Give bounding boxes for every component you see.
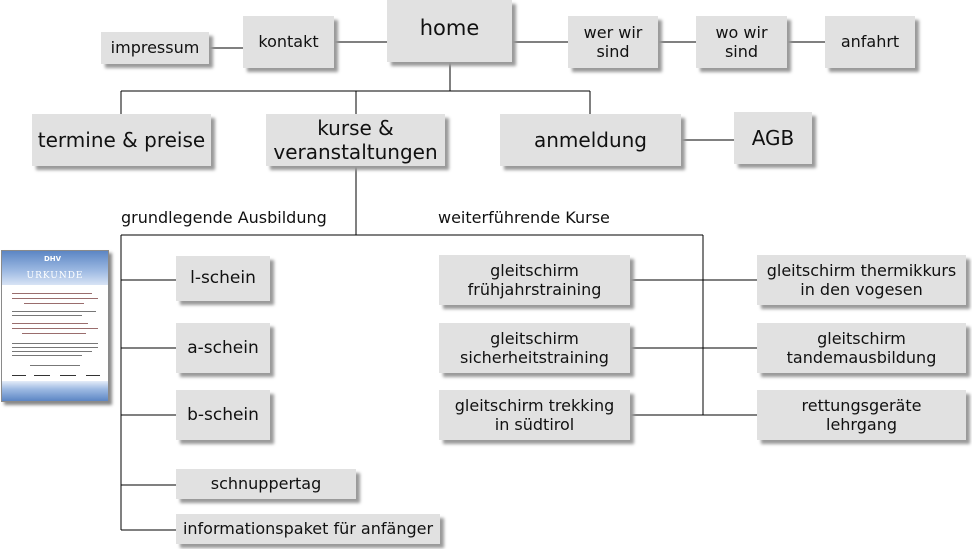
node-wer-wir-sind[interactable]: wer wir sind: [568, 16, 658, 68]
node-rettungsgeraete[interactable]: rettungsgeräte lehrgang: [757, 390, 966, 440]
node-kurse-veranstaltungen[interactable]: kurse & veranstaltungen: [266, 114, 445, 166]
certificate-image: DHV URKUNDE: [1, 250, 109, 402]
certificate-title: URKUNDE: [26, 271, 84, 281]
node-a-schein[interactable]: a-schein: [176, 323, 270, 373]
certificate-text-line: [12, 355, 82, 356]
node-informationspaket[interactable]: informationspaket für anfänger: [176, 514, 440, 544]
certificate-text-line: [22, 333, 86, 334]
certificate-text-line: [30, 365, 80, 366]
node-anfahrt[interactable]: anfahrt: [825, 16, 915, 68]
certificate-sky-bottom: [2, 381, 108, 401]
node-home[interactable]: home: [387, 0, 512, 62]
node-agb[interactable]: AGB: [734, 112, 812, 164]
node-impressum[interactable]: impressum: [101, 32, 209, 64]
certificate-text-line: [24, 303, 84, 304]
node-fruehjahrstraining[interactable]: gleitschirm frühjahrstraining: [439, 255, 630, 305]
node-thermikkurs-vogesen[interactable]: gleitschirm thermikkurs in den vogesen: [757, 255, 966, 305]
certificate-text-line: [12, 298, 98, 299]
certificate-logo: DHV: [44, 255, 62, 263]
certificate-text-line: [12, 351, 92, 352]
node-anmeldung[interactable]: anmeldung: [500, 114, 681, 166]
certificate-signature: [12, 375, 26, 376]
certificate-text-line: [12, 293, 92, 294]
certificate-text-line: [12, 323, 88, 324]
node-tandemausbildung[interactable]: gleitschirm tandemausbildung: [757, 323, 966, 373]
node-termine-preise[interactable]: termine & preise: [32, 114, 211, 166]
node-b-schein[interactable]: b-schein: [176, 390, 270, 440]
certificate-sky-top: [2, 251, 108, 285]
node-wo-wir-sind[interactable]: wo wir sind: [696, 16, 787, 68]
certificate-signature: [86, 375, 100, 376]
node-trekking-suedtirol[interactable]: gleitschirm trekking in südtirol: [439, 390, 630, 440]
node-kontakt[interactable]: kontakt: [243, 16, 334, 68]
certificate-text-line: [12, 328, 98, 329]
certificate-text-line: [12, 347, 98, 348]
node-l-schein[interactable]: l-schein: [176, 256, 270, 301]
certificate-text-line: [12, 343, 98, 344]
label-weiterfuehrende-kurse: weiterführende Kurse: [438, 208, 610, 227]
certificate-text-line: [12, 315, 82, 316]
node-schnuppertag[interactable]: schnuppertag: [176, 469, 356, 499]
certificate-signature: [34, 375, 50, 376]
certificate-text-line: [12, 311, 96, 312]
node-sicherheitstraining[interactable]: gleitschirm sicherheitstraining: [439, 323, 630, 373]
certificate-signature: [60, 375, 76, 376]
label-grundlegende-ausbildung: grundlegende Ausbildung: [121, 208, 327, 227]
